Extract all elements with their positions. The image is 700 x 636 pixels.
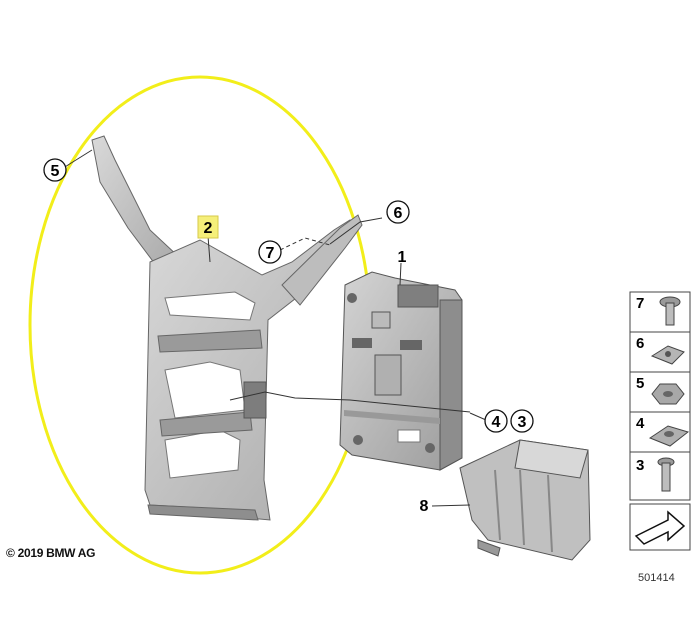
legend-item-3: 3 — [629, 451, 691, 501]
hex-nut-icon — [651, 383, 685, 405]
cover-part — [459, 439, 591, 561]
legend-item-3-label: 3 — [636, 457, 644, 474]
direction-arrow-box — [629, 503, 691, 551]
legend-item-5-label: 5 — [636, 375, 644, 392]
callout-2: 2 — [197, 215, 219, 239]
callout-4-label: 4 — [492, 414, 501, 431]
callout-8: 8 — [420, 498, 429, 515]
clip-nut-icon — [648, 425, 690, 447]
callout-8-label: 8 — [420, 498, 429, 515]
callout-5: 5 — [43, 158, 67, 182]
legend-item-7: 7 — [629, 291, 691, 333]
copyright-text: © 2019 BMW AG — [6, 546, 96, 560]
diagram-number: 501414 — [638, 572, 675, 584]
legend-item-6: 6 — [629, 331, 691, 373]
callout-1: 1 — [398, 249, 407, 266]
callout-5-label: 5 — [51, 163, 60, 180]
callout-3: 3 — [510, 409, 534, 433]
spring-nut-icon — [650, 345, 685, 365]
callout-6: 6 — [386, 200, 410, 224]
legend-item-6-label: 6 — [636, 335, 644, 352]
legend-item-7-label: 7 — [636, 295, 644, 312]
direction-arrow-icon — [634, 510, 686, 545]
legend-item-4-label: 4 — [636, 415, 645, 432]
callout-3-label: 3 — [518, 414, 527, 431]
callout-7: 7 — [258, 240, 282, 264]
callout-7-label: 7 — [266, 245, 275, 262]
bracket-part — [91, 135, 363, 521]
legend-item-5: 5 — [629, 371, 691, 413]
screw-icon — [657, 457, 675, 492]
control-unit-part — [339, 271, 463, 471]
bolt-icon — [659, 296, 681, 326]
callout-6-label: 6 — [394, 205, 403, 222]
callout-4: 4 — [484, 409, 508, 433]
callout-1-label: 1 — [398, 249, 407, 266]
legend: 7 6 5 4 — [629, 291, 691, 551]
callout-2-label: 2 — [204, 220, 213, 237]
legend-item-4: 4 — [629, 411, 691, 453]
